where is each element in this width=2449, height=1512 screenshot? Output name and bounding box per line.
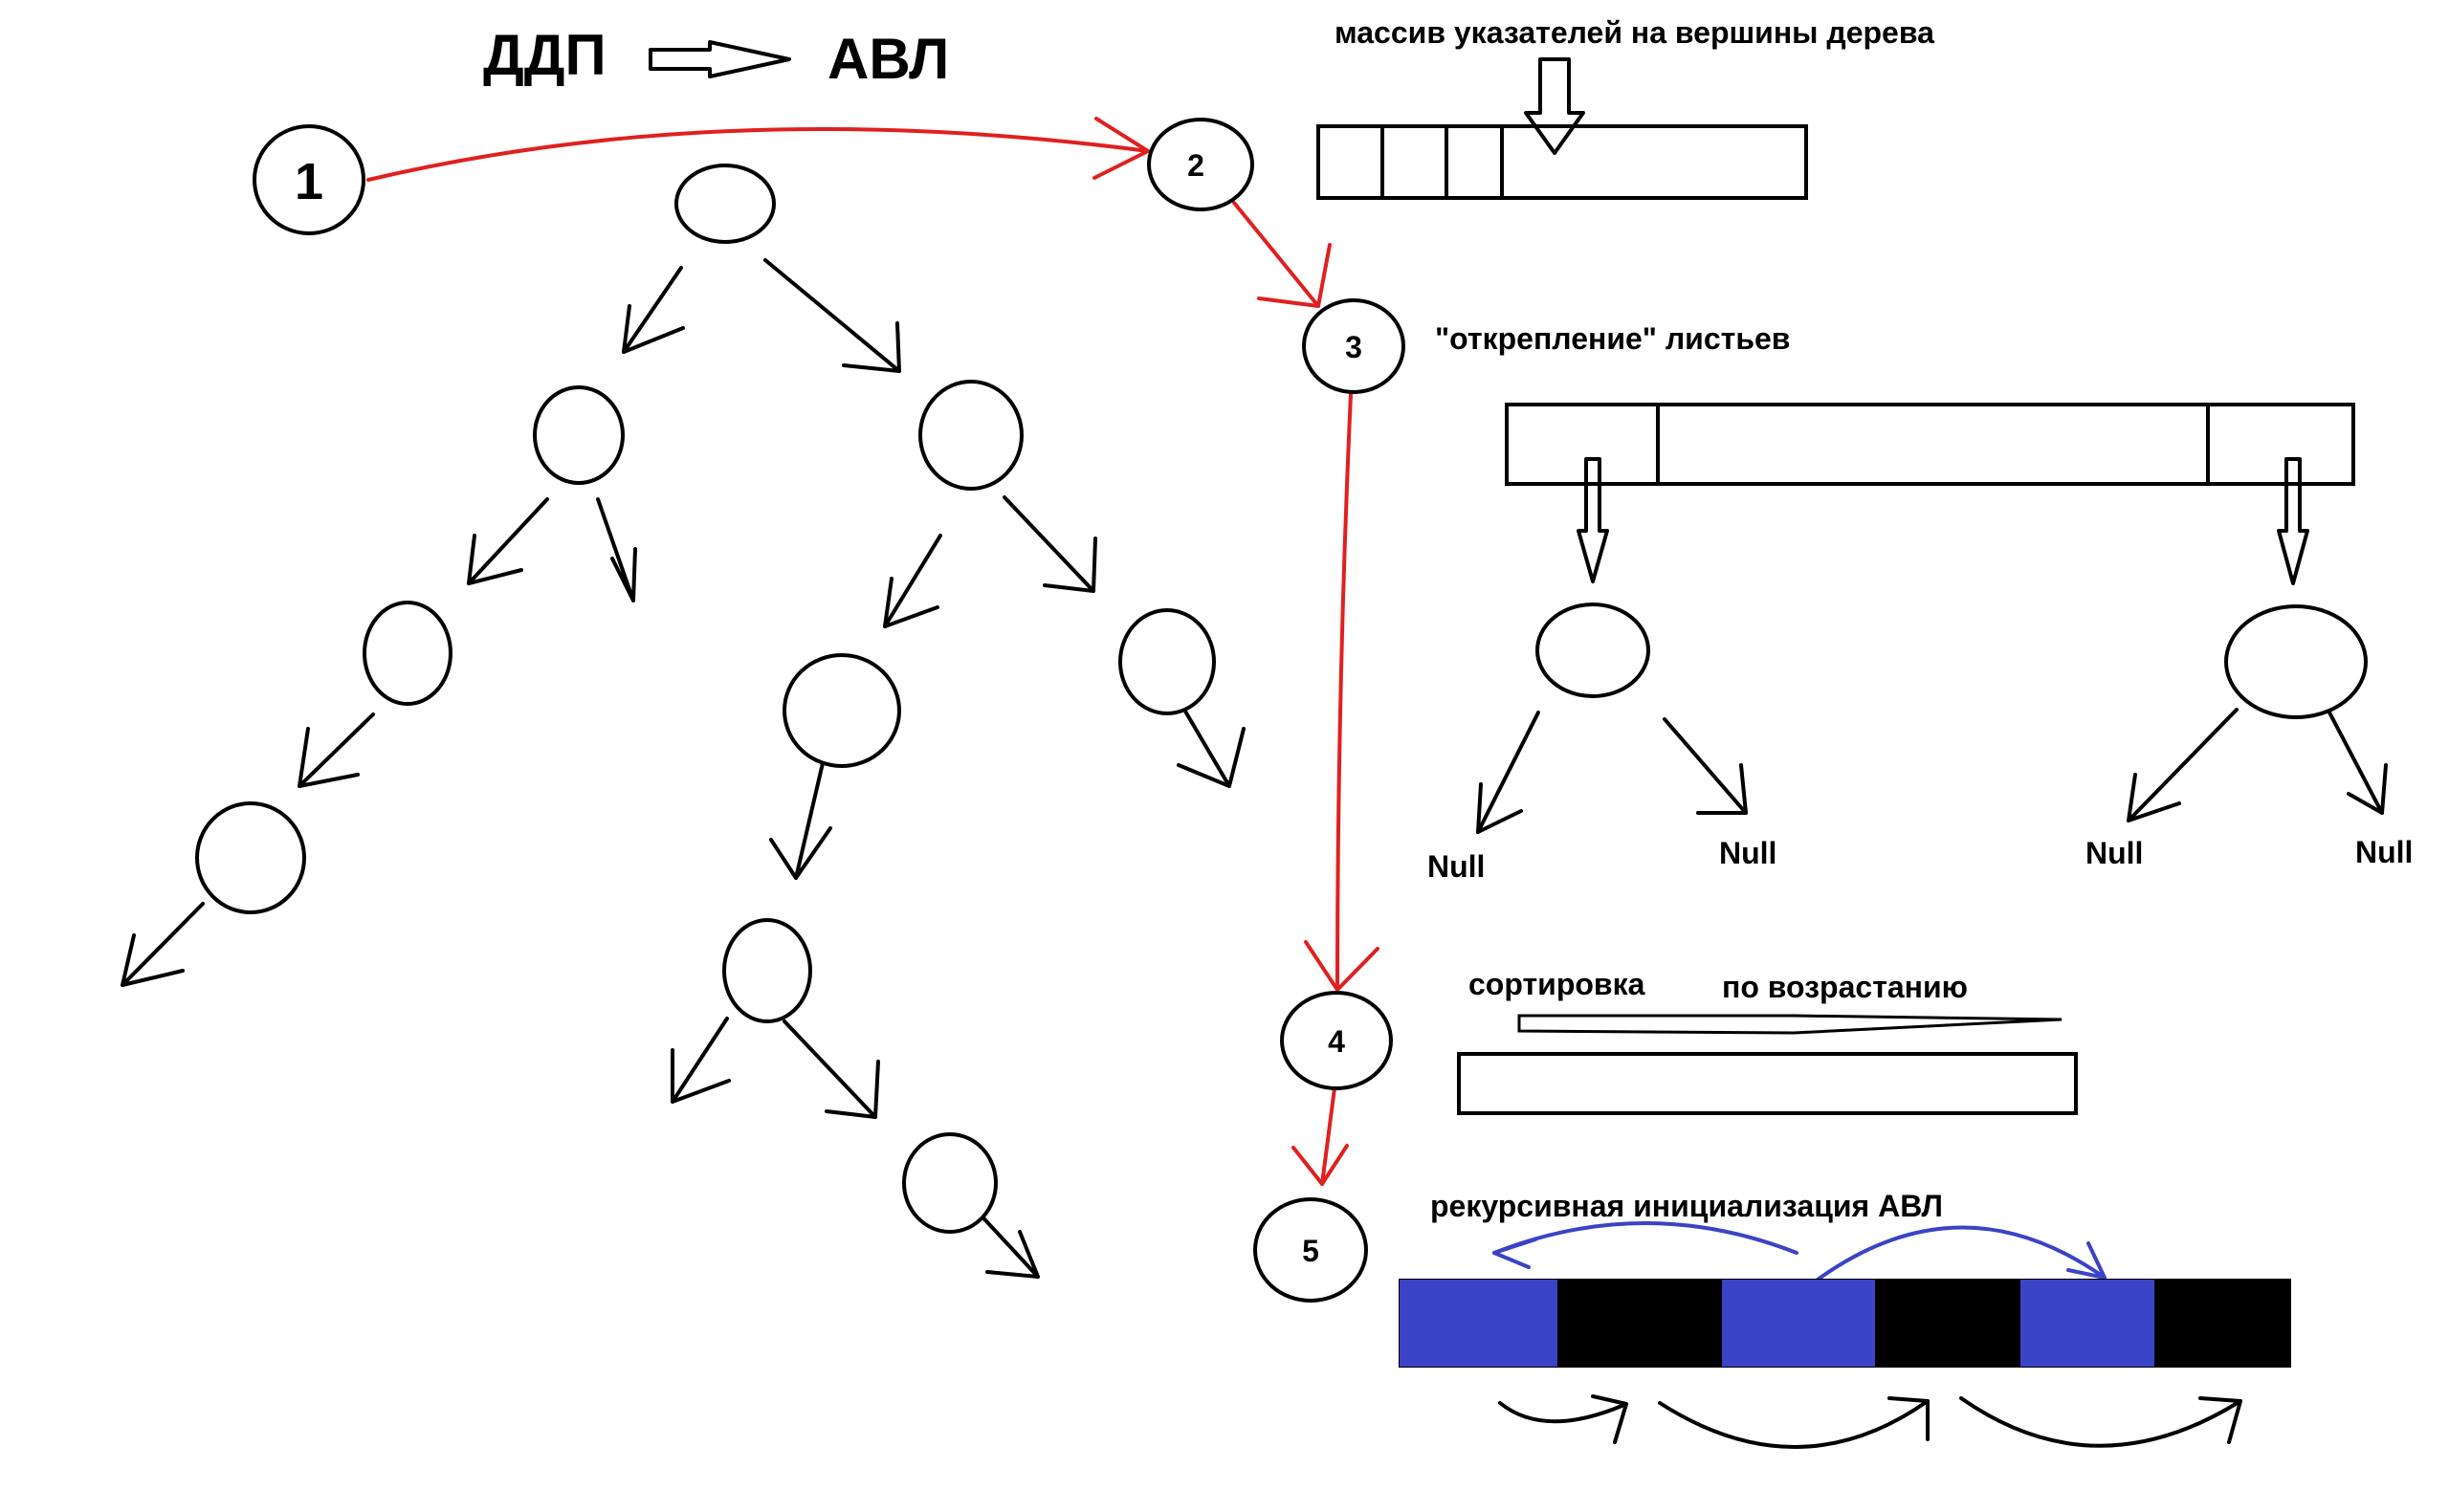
edge-arrow	[783, 1019, 880, 1119]
edge-arrow	[763, 258, 901, 373]
title-to: АВЛ	[827, 27, 949, 91]
bst-tree	[121, 164, 1246, 1279]
null-label: Null	[2085, 836, 2143, 870]
title: ДДП АВЛ	[483, 23, 949, 91]
detach-leaves-section: "открепление" листьев Null Null Null Nul…	[1427, 321, 2413, 884]
null-edges	[1476, 708, 2388, 834]
title-from: ДДП	[483, 23, 607, 87]
flow-arrow-2-3	[1232, 201, 1320, 308]
step-number: 1	[295, 153, 323, 210]
edge-arrow	[622, 266, 685, 354]
recursive-init-label: рекурсивная инициализация АВЛ	[1430, 1189, 1943, 1223]
step-number: 4	[1328, 1024, 1345, 1059]
recursive-init-section: рекурсивная инициализация АВЛ	[1399, 1189, 2291, 1449]
edge-arrow	[1003, 495, 1097, 593]
flow-arrow-3-4	[1335, 392, 1353, 992]
tree-node	[195, 801, 306, 914]
flow-arrowhead	[1257, 243, 1332, 308]
tree-node	[533, 385, 625, 485]
leaf-pointer-arrow	[1577, 457, 1609, 583]
sort-section: сортировка по возрастанию	[1457, 967, 2078, 1115]
step-flow	[366, 117, 1379, 1186]
step-number: 5	[1302, 1234, 1319, 1268]
sort-direction-arrow	[1517, 1014, 2063, 1035]
pointer-array-label: массив указателей на вершины дерева	[1335, 15, 1934, 50]
array-segment	[2020, 1280, 2154, 1367]
edge-arrow	[298, 712, 375, 788]
null-label: Null	[1719, 836, 1776, 870]
array-segment	[1400, 1280, 1557, 1367]
recursion-arrowhead	[2066, 1241, 2107, 1280]
array-segment	[1722, 1280, 1875, 1367]
flow-arrowhead	[1304, 940, 1379, 992]
edge-arrow	[974, 1208, 1040, 1279]
pointer-array-section: массив указателей на вершины дерева	[1316, 15, 1934, 200]
pointer-down-arrow	[1524, 57, 1585, 155]
null-label: Null	[1427, 849, 1485, 884]
leaf-node	[1535, 603, 1650, 698]
recursion-arc	[1492, 1221, 1798, 1255]
edge-arrow	[596, 497, 637, 603]
step-number: 2	[1187, 148, 1204, 183]
tree-node	[722, 918, 812, 1023]
step-1: 1	[253, 124, 365, 235]
flow-arrowhead	[1092, 117, 1150, 180]
step-2: 2	[1147, 118, 1254, 211]
step-4: 4	[1280, 991, 1393, 1090]
tree-node	[902, 1132, 998, 1234]
tree-node	[674, 164, 776, 244]
tree-node	[918, 380, 1024, 491]
tree-node	[363, 601, 452, 706]
edge-arrow	[121, 902, 205, 987]
step-5: 5	[1253, 1197, 1368, 1303]
iteration-arrows	[1498, 1394, 2242, 1449]
step-3: 3	[1302, 298, 1405, 394]
sort-label: сортировка	[1468, 967, 1645, 1001]
recursion-arrowhead	[1492, 1238, 1537, 1269]
recursion-arc	[1816, 1225, 2107, 1282]
tree-nodes	[195, 164, 1216, 1234]
title-arrow	[649, 40, 791, 78]
flow-arrowhead	[1291, 1144, 1349, 1186]
sorted-array	[1457, 1052, 2078, 1115]
edge-arrow	[769, 761, 832, 880]
edge-arrow	[883, 534, 942, 628]
leaf-node	[2224, 604, 2368, 719]
flow-arrow-4-5	[1320, 1086, 1336, 1186]
edge-arrow	[1177, 708, 1246, 788]
detach-leaves-label: "открепление" листьев	[1435, 321, 1790, 356]
edge-arrow	[467, 497, 549, 585]
null-label: Null	[2355, 835, 2413, 869]
pointer-array	[1316, 124, 1808, 200]
edge-arrow	[671, 1017, 731, 1104]
flow-arrow-1-2	[366, 126, 1150, 182]
leaf-array	[1505, 403, 2355, 486]
tree-node	[783, 653, 901, 768]
tree-node	[1118, 608, 1216, 715]
leaf-pointer-arrow	[2277, 457, 2309, 585]
tree-edges	[121, 258, 1246, 1279]
step-number: 3	[1345, 330, 1362, 364]
ascending-label: по возрастанию	[1722, 970, 1968, 1004]
